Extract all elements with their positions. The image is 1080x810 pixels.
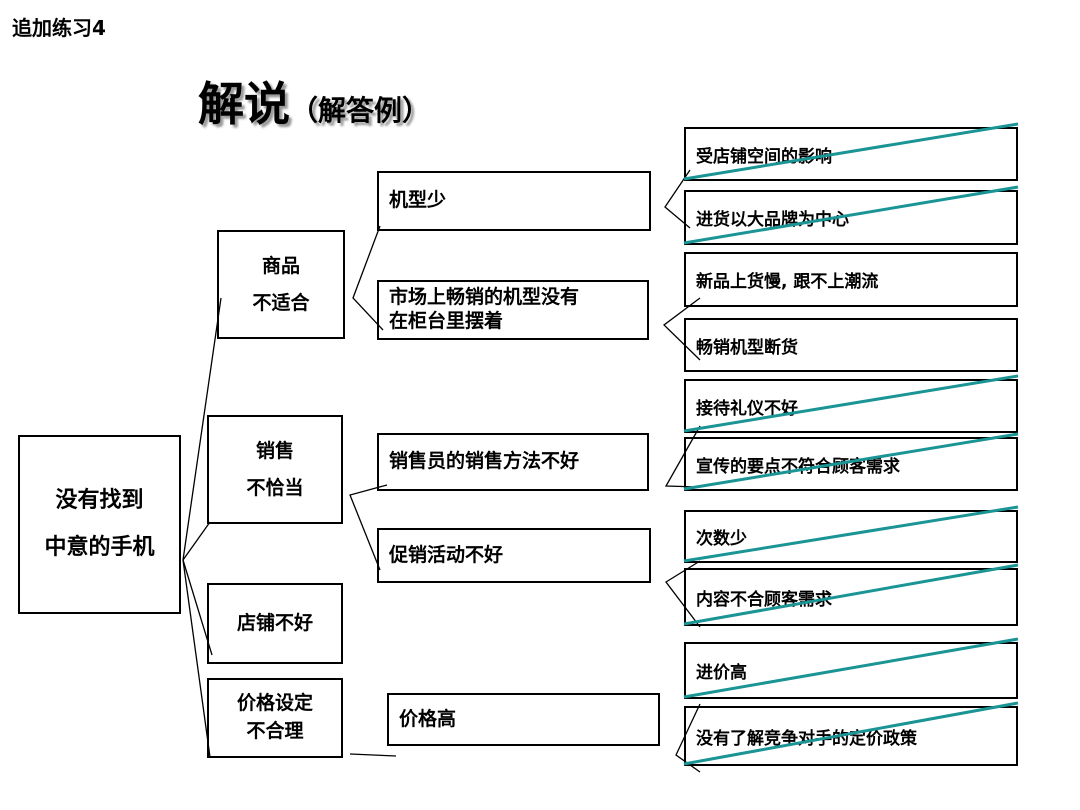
node-line: 不合理 (246, 720, 304, 742)
detail-text: 接待礼仪不好 (696, 398, 798, 419)
root-line2: 中意的手机 (44, 534, 155, 560)
node-line: 商品 (261, 255, 300, 278)
root-line1: 没有找到 (55, 488, 144, 514)
sub-cause-promotion: 促销活动不好 (377, 528, 651, 583)
node-line: 销售 (255, 440, 294, 463)
detail-competitor-pricing: 没有了解竞争对手的定价政策 (684, 706, 1018, 766)
cause-store: 店铺不好 (207, 583, 343, 664)
node-line: 机型少 (389, 189, 447, 212)
node-line: 市场上畅销的机型没有 (389, 286, 580, 309)
detail-text: 受店铺空间的影响 (696, 146, 832, 167)
node-line: 在柜台里摆着 (389, 310, 504, 332)
heading-main: 解说 (198, 77, 290, 131)
detail-store-space: 受店铺空间的影响 (684, 127, 1018, 181)
detail-etiquette: 接待礼仪不好 (684, 379, 1018, 433)
detail-content: 内容不合顾客需求 (684, 568, 1018, 626)
slide-title: 追加练习4 (12, 16, 106, 40)
detail-slow-new-products: 新品上货慢, 跟不上潮流 (684, 252, 1018, 307)
detail-text: 没有了解竞争对手的定价政策 (696, 728, 917, 749)
cause-sales: 销售 不恰当 (207, 415, 343, 524)
node-line: 不适合 (252, 291, 310, 314)
heading-sub: （解答例） (290, 94, 431, 127)
detail-text: 内容不合顾客需求 (696, 589, 832, 610)
detail-text: 新品上货慢, 跟不上潮流 (696, 272, 879, 292)
detail-promo-points: 宣传的要点不符合顾客需求 (684, 437, 1018, 491)
node-line: 不恰当 (246, 476, 304, 499)
root-node: 没有找到 中意的手机 (18, 435, 181, 614)
sub-cause-few-models: 机型少 (377, 171, 651, 231)
node-line: 价格设定 (236, 692, 313, 715)
connector-line (349, 753, 397, 757)
node-line: 价格高 (399, 707, 457, 730)
node-line: 店铺不好 (236, 612, 313, 635)
node-line: 促销活动不好 (389, 543, 504, 566)
detail-text: 进货以大品牌为中心 (696, 210, 849, 230)
detail-text: 宣传的要点不符合顾客需求 (696, 456, 900, 477)
detail-big-brands: 进货以大品牌为中心 (684, 190, 1018, 245)
sub-cause-best-sellers-missing: 市场上畅销的机型没有 在柜台里摆着 (377, 280, 649, 340)
detail-frequency: 次数少 (684, 510, 1018, 563)
detail-purchase-price: 进价高 (684, 642, 1018, 699)
detail-text: 进价高 (696, 663, 747, 683)
heading: 解说（解答例） (198, 68, 430, 134)
cause-product: 商品 不适合 (217, 230, 345, 339)
detail-out-of-stock: 畅销机型断货 (684, 318, 1018, 372)
sub-cause-high-price: 价格高 (387, 693, 660, 746)
connector-line (182, 559, 211, 758)
sub-cause-sales-method: 销售员的销售方法不好 (377, 433, 649, 491)
detail-text: 畅销机型断货 (696, 337, 798, 358)
node-line: 销售员的销售方法不好 (389, 450, 580, 473)
cause-price: 价格设定 不合理 (207, 678, 343, 758)
detail-text: 次数少 (696, 529, 747, 549)
